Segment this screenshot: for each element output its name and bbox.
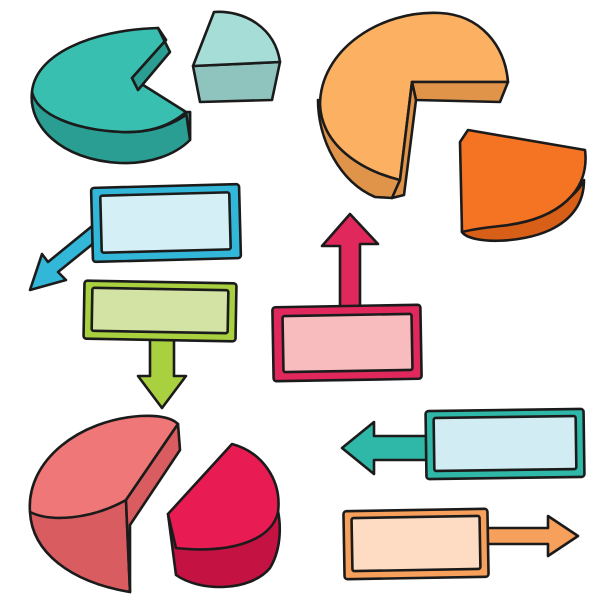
cyan-box-inner [99, 191, 232, 254]
peach-box-arrow-right [342, 507, 580, 581]
aqua-arrow-shaft [340, 420, 434, 476]
aqua-box-inner [432, 414, 578, 473]
crimson-arrow-shaft [320, 212, 380, 310]
orange-pie-top [318, 11, 510, 182]
lime-box-arrow-down [82, 279, 238, 410]
teal-pie-inner-wall [184, 110, 192, 142]
orange-pie-chart [316, 11, 510, 200]
peach-box-inner [350, 514, 482, 573]
magenta-pie-slice [166, 442, 282, 589]
teal-pie-chart [30, 26, 192, 165]
crimson-box-arrow-up [271, 212, 423, 383]
orange-pie-slice [458, 128, 587, 243]
crimson-box-inner [281, 312, 414, 374]
teal-pie-top [30, 26, 188, 134]
mint-slice-top [191, 10, 282, 68]
mint-pie-slice [191, 10, 282, 104]
salmon-pie-top [28, 414, 180, 520]
salmon-pie-chart [28, 414, 182, 594]
teal-pie-cut [130, 26, 172, 92]
lime-box-inner [90, 286, 230, 335]
orange-slice-top [458, 128, 587, 234]
salmon-pie-cut-wall [124, 422, 182, 594]
lime-arrow-shaft [136, 336, 188, 410]
cyan-box-arrow-down-left [28, 182, 243, 292]
peach-arrow-shaft [482, 514, 580, 558]
magenta-slice-top [166, 442, 280, 551]
orange-pie-cut-wall-2 [390, 80, 418, 200]
aqua-box-arrow-left [340, 407, 586, 481]
orange-pie-cut-wall [410, 80, 510, 104]
mint-slice-side [191, 60, 282, 104]
